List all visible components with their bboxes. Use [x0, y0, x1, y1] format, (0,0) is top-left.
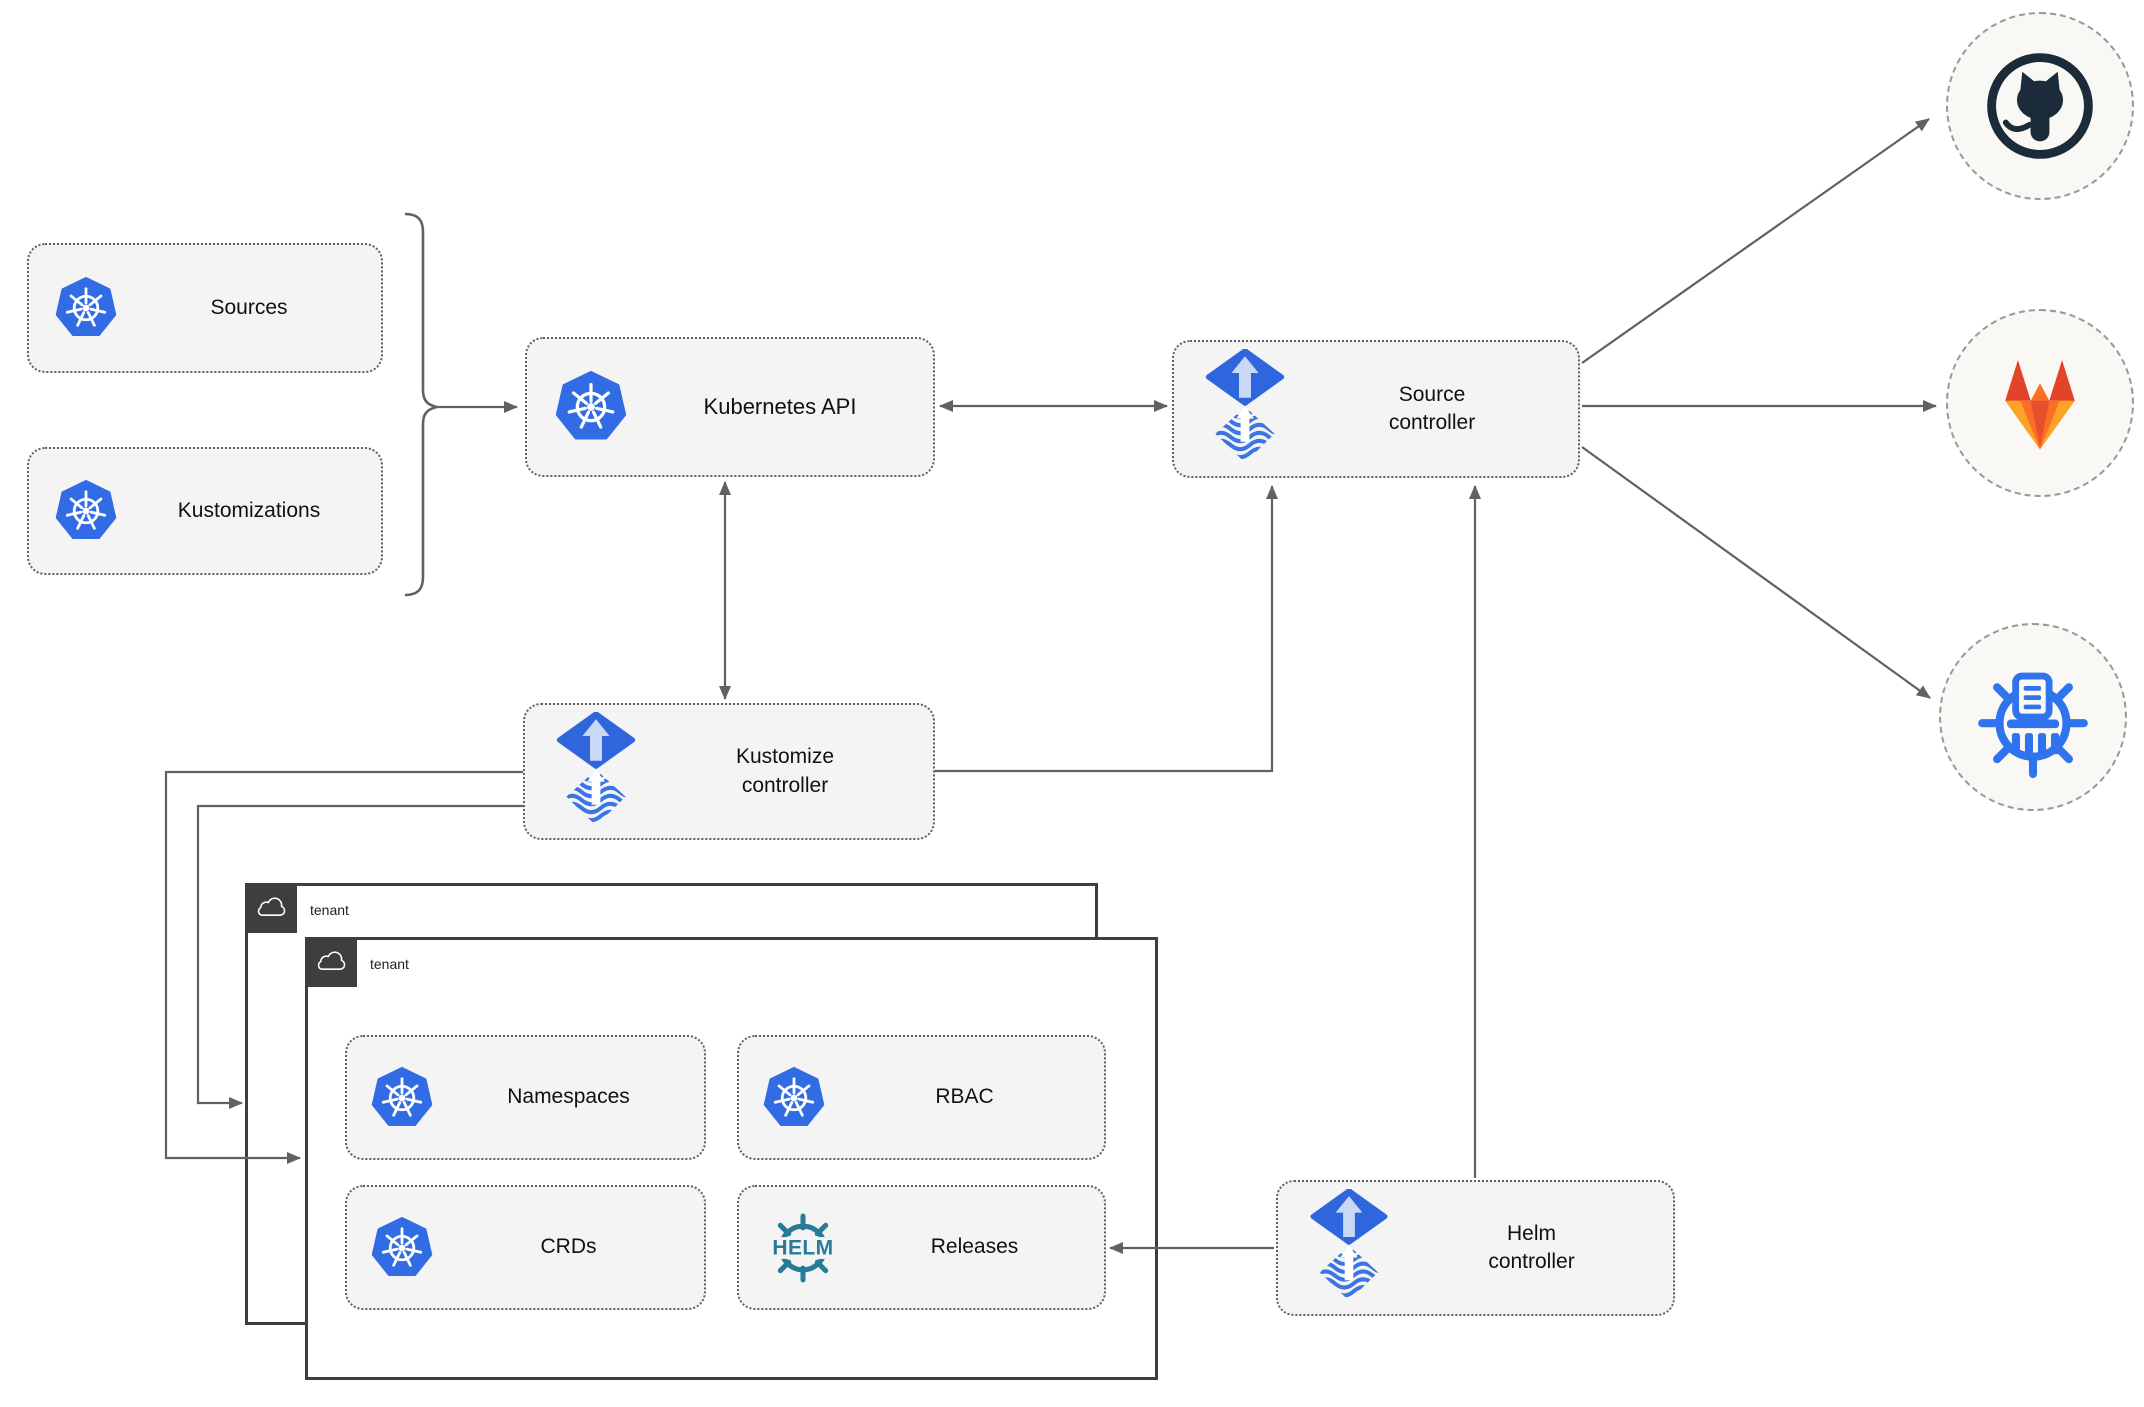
kubernetes-icon — [55, 480, 117, 542]
kubernetes-icon — [555, 371, 627, 443]
node-helm-controller: Helm controller — [1276, 1180, 1675, 1316]
tenant-back-tab — [245, 883, 297, 933]
node-label: Namespaces — [507, 1085, 630, 1109]
node-label: CRDs — [540, 1235, 597, 1259]
arrow-kustomize-to-source-controller — [935, 485, 1278, 773]
node-label: Sources — [210, 295, 288, 319]
github-icon — [1987, 53, 2093, 159]
tenant-back-label: tenant — [310, 901, 349, 918]
remote-gitlab — [1946, 309, 2134, 497]
arrow-source-to-github — [1581, 118, 1930, 364]
node-label: Kubernetes API — [703, 394, 857, 420]
kubernetes-icon — [55, 277, 117, 339]
node-label: Releases — [930, 1235, 1019, 1259]
flux-icon — [555, 712, 637, 832]
node-source-controller: Source controller — [1172, 340, 1580, 478]
flux-icon — [1204, 349, 1286, 469]
node-label: Kustomize controller — [735, 745, 835, 797]
flux-icon — [1308, 1189, 1390, 1307]
tenant-front-tab — [305, 937, 357, 987]
kubernetes-icon — [371, 1067, 433, 1129]
node-releases: HELM Releases — [737, 1185, 1106, 1310]
remote-github — [1946, 12, 2134, 200]
node-label: RBAC — [935, 1085, 994, 1109]
node-namespaces: Namespaces — [345, 1035, 706, 1160]
chart-repository-icon — [1978, 672, 2088, 779]
node-label: Source controller — [1388, 382, 1476, 434]
kubernetes-icon — [763, 1067, 825, 1129]
cloud-icon — [313, 949, 349, 975]
arrow-source-to-chart-repository — [1581, 446, 1931, 699]
node-crds: CRDs — [345, 1185, 706, 1310]
cloud-icon — [253, 895, 289, 921]
helm-icon: HELM — [761, 1206, 845, 1290]
kubernetes-icon — [371, 1217, 433, 1279]
node-kustomizations: Kustomizations — [27, 447, 383, 575]
gitlab-icon — [2005, 360, 2075, 450]
node-sources: Sources — [27, 243, 383, 373]
brace-sources-group — [404, 212, 438, 597]
node-kustomize-controller: Kustomize controller — [523, 703, 935, 840]
tenant-front-label: tenant — [370, 955, 409, 972]
node-label: Kustomizations — [177, 498, 321, 522]
remote-chart-repository — [1939, 623, 2127, 811]
helm-logo-text: HELM — [772, 1236, 833, 1259]
node-label: Helm controller — [1488, 1221, 1575, 1273]
node-rbac: RBAC — [737, 1035, 1106, 1160]
node-kubernetes-api: Kubernetes API — [525, 337, 935, 477]
